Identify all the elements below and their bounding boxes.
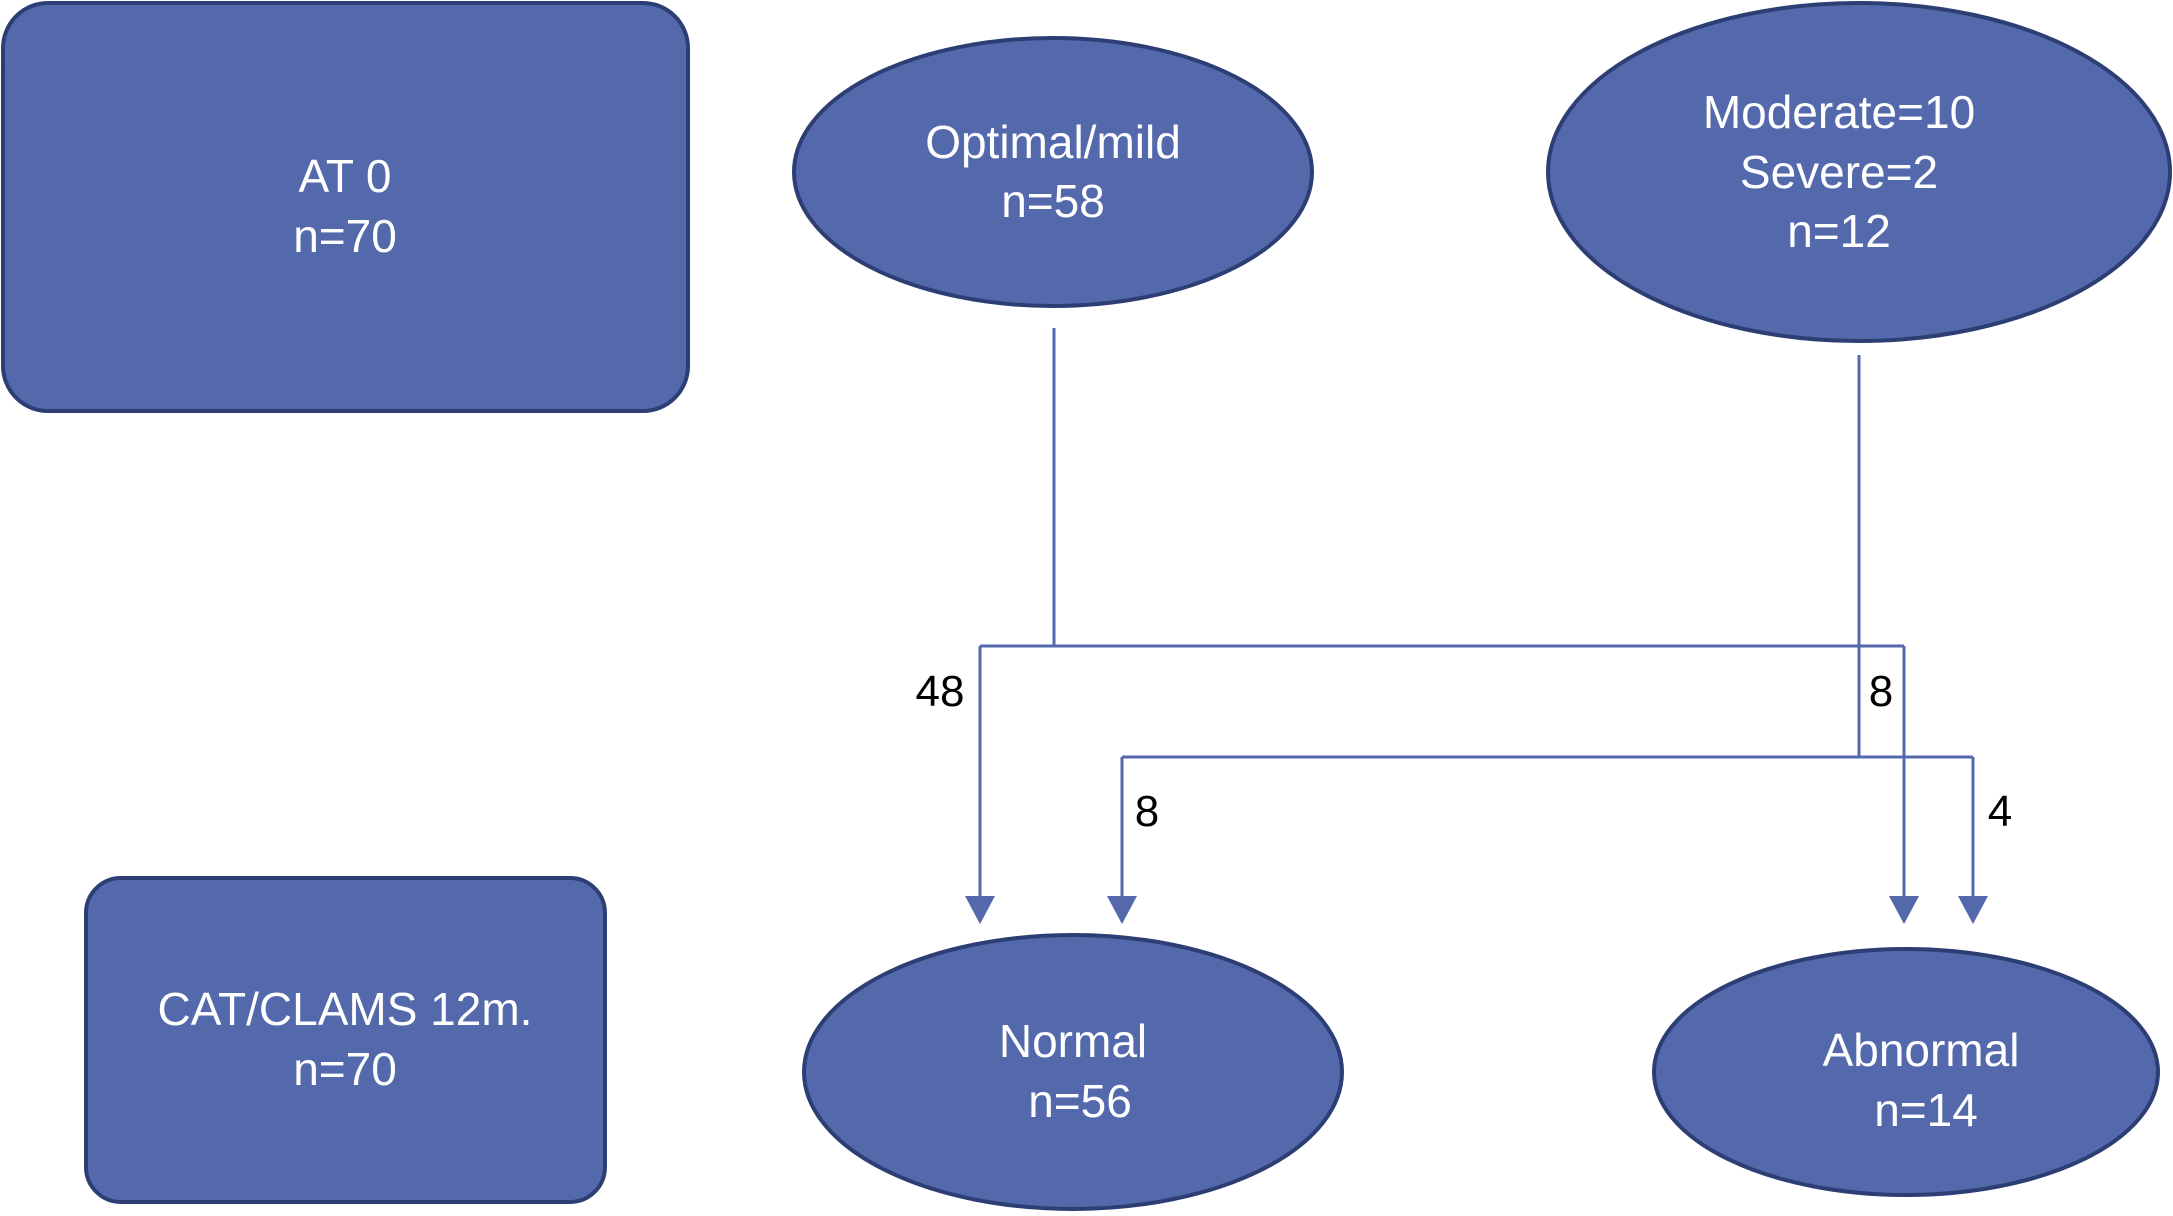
abnormal-count: n=14 xyxy=(1874,1084,1978,1136)
normal-node: Normal n=56 xyxy=(802,933,1344,1211)
abnormal-node: Abnormal n=14 xyxy=(1652,947,2160,1197)
normal-count: n=56 xyxy=(1028,1075,1132,1127)
moderate-severe-count: n=12 xyxy=(1787,205,1891,257)
arrowhead-moderate-abnormal xyxy=(1958,896,1988,924)
abnormal-ellipse xyxy=(1652,947,2160,1197)
moderate-severe-node: Moderate=10 Severe=2 n=12 xyxy=(1546,1,2172,343)
cat-clams-count: n=70 xyxy=(293,1043,397,1095)
normal-ellipse xyxy=(802,933,1344,1211)
at0-box: AT 0 n=70 xyxy=(1,1,690,413)
severe-label: Severe=2 xyxy=(1740,146,1938,198)
moderate-severe-connector xyxy=(1120,355,1975,922)
cat-clams-label: CAT/CLAMS 12m. xyxy=(158,983,533,1035)
arrowhead-optimal-abnormal xyxy=(1889,896,1919,924)
edge-label-moderate-normal: 8 xyxy=(1135,787,1159,836)
abnormal-label: Abnormal xyxy=(1823,1024,2020,1076)
edge-label-optimal-normal: 48 xyxy=(916,667,965,716)
at0-box-shape xyxy=(1,1,690,413)
at0-label: AT 0 xyxy=(299,150,392,202)
optimal-mild-ellipse xyxy=(792,36,1314,308)
moderate-label: Moderate=10 xyxy=(1703,86,1975,138)
cat-clams-box: CAT/CLAMS 12m. n=70 xyxy=(84,876,607,1204)
arrowhead-moderate-normal xyxy=(1107,896,1137,924)
optimal-mild-node: Optimal/mild n=58 xyxy=(792,36,1314,308)
at0-count: n=70 xyxy=(293,210,397,262)
optimal-mild-count: n=58 xyxy=(1001,175,1105,227)
edge-label-optimal-abnormal: 8 xyxy=(1869,667,1893,716)
arrowhead-optimal-normal xyxy=(965,896,995,924)
arrowheads xyxy=(965,896,1988,924)
cat-clams-box-shape xyxy=(84,876,607,1204)
edge-label-moderate-abnormal: 4 xyxy=(1988,787,2012,836)
moderate-severe-ellipse xyxy=(1546,1,2172,343)
optimal-mild-connector xyxy=(978,328,1906,922)
normal-label: Normal xyxy=(999,1015,1147,1067)
optimal-mild-label: Optimal/mild xyxy=(925,116,1181,168)
